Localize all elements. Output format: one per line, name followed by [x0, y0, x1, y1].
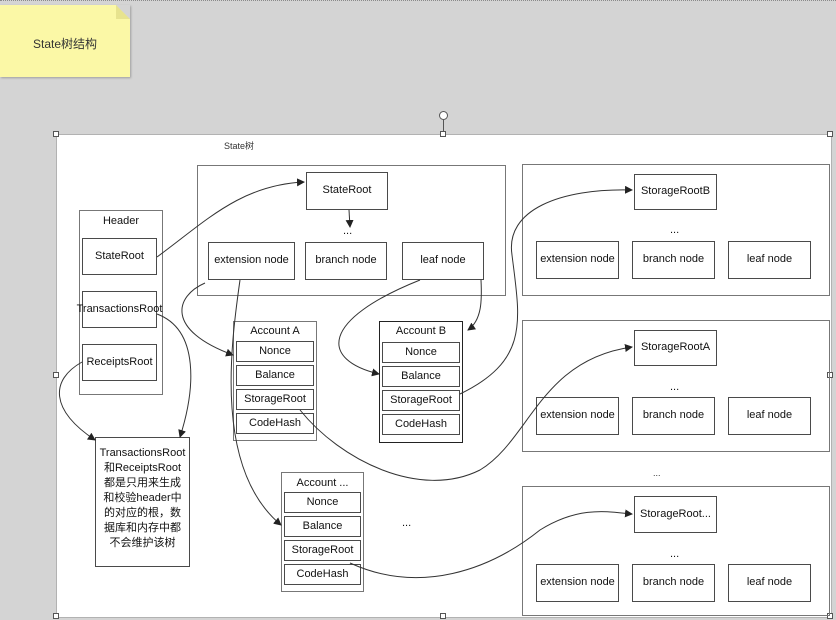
- storage-trie-etc-extension-node: extension node: [536, 564, 619, 602]
- rotation-handle[interactable]: [439, 111, 448, 120]
- accounts-ellipsis: ...: [402, 517, 412, 529]
- sticky-note-text: State树结构: [32, 37, 98, 51]
- account-b-codehash: CodeHash: [382, 414, 460, 435]
- roots-note-line: 都是只用来生成: [104, 477, 181, 489]
- state-trie-extension-node: extension node: [208, 242, 295, 280]
- roots-note: TransactionsRoot 和ReceiptsRoot 都是只用来生成 和…: [95, 437, 190, 567]
- resize-handle-top[interactable]: [440, 131, 446, 137]
- storage-trie-b-ellipsis: ...: [670, 224, 680, 236]
- state-trie-branch-node: branch node: [305, 242, 387, 280]
- resize-handle-left[interactable]: [53, 372, 59, 378]
- resize-handle-bottom-left[interactable]: [53, 613, 59, 619]
- header-title: Header: [102, 215, 140, 227]
- header-stateroot: StateRoot: [82, 238, 157, 275]
- storage-trie-b-leaf-node: leaf node: [728, 241, 811, 279]
- storage-trie-b-branch-node: branch node: [632, 241, 715, 279]
- account-b-nonce: Nonce: [382, 342, 460, 363]
- storage-trie-etc-root: StorageRoot...: [634, 496, 717, 533]
- account-etc-title: Account ...: [296, 477, 349, 489]
- state-trie-root: StateRoot: [306, 172, 388, 210]
- account-etc-balance: Balance: [284, 516, 361, 537]
- state-trie-ellipsis: ...: [343, 225, 353, 237]
- roots-note-line: 和ReceiptsRoot: [103, 462, 182, 474]
- storage-trie-a-root: StorageRootA: [634, 330, 717, 366]
- account-etc-codehash: CodeHash: [284, 564, 361, 585]
- roots-note-line: 据库和内存中都: [104, 522, 181, 534]
- storage-trie-etc-branch-node: branch node: [632, 564, 715, 602]
- storage-tries-ellipsis: ...: [653, 468, 661, 478]
- account-a-storageroot: StorageRoot: [236, 389, 314, 410]
- top-dotted-border: [0, 0, 836, 1]
- storage-trie-a-leaf-node: leaf node: [728, 397, 811, 435]
- storage-trie-a-extension-node: extension node: [536, 397, 619, 435]
- account-a-codehash: CodeHash: [236, 413, 314, 434]
- storage-trie-etc-leaf-node: leaf node: [728, 564, 811, 602]
- rotation-handle-stem: [443, 120, 444, 134]
- account-b-storageroot: StorageRoot: [382, 390, 460, 411]
- sticky-note[interactable]: State树结构: [0, 5, 130, 77]
- header-group: [79, 210, 163, 395]
- account-b-title: Account B: [395, 325, 447, 337]
- roots-note-line: 不会维护该树: [109, 537, 176, 549]
- state-trie-leaf-node: leaf node: [402, 242, 484, 280]
- resize-handle-top-left[interactable]: [53, 131, 59, 137]
- account-a-nonce: Nonce: [236, 341, 314, 362]
- roots-note-line: 的对应的根，数: [104, 507, 181, 519]
- roots-note-line: 和校验header中: [103, 492, 182, 504]
- storage-trie-b-root: StorageRootB: [634, 174, 717, 210]
- account-etc-storageroot: StorageRoot: [284, 540, 361, 561]
- resize-handle-right[interactable]: [827, 372, 833, 378]
- roots-note-line: TransactionsRoot: [99, 447, 186, 459]
- header-receiptsroot: ReceiptsRoot: [82, 344, 157, 381]
- account-b-balance: Balance: [382, 366, 460, 387]
- resize-handle-bottom[interactable]: [440, 613, 446, 619]
- sticky-note-fold: [116, 5, 130, 19]
- account-a-title: Account A: [250, 325, 300, 337]
- account-etc-nonce: Nonce: [284, 492, 361, 513]
- account-a-balance: Balance: [236, 365, 314, 386]
- storage-trie-a-branch-node: branch node: [632, 397, 715, 435]
- header-transactionsroot: TransactionsRoot: [77, 291, 162, 328]
- resize-handle-bottom-right[interactable]: [827, 613, 833, 619]
- storage-trie-b-extension-node: extension node: [536, 241, 619, 279]
- diagram-title: State树: [224, 141, 255, 151]
- resize-handle-top-right[interactable]: [827, 131, 833, 137]
- storage-trie-etc-ellipsis: ...: [670, 548, 680, 560]
- storage-trie-a-ellipsis: ...: [670, 381, 680, 393]
